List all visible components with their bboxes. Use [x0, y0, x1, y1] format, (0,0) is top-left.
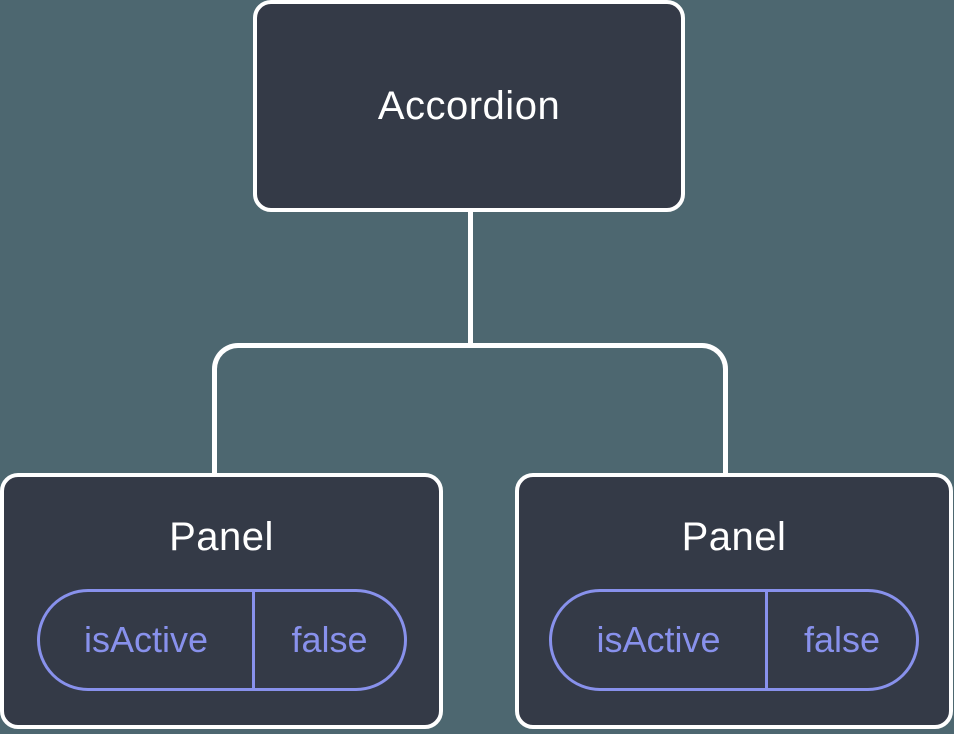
- panel-right-state-key: isActive: [596, 619, 721, 660]
- panel-right-state-value: false: [764, 592, 916, 688]
- tree-node-panel-right: Panel isActive false: [515, 473, 953, 729]
- panel-left-label: Panel: [169, 515, 274, 559]
- panel-right-state-pill: isActive false: [549, 589, 919, 691]
- accordion-node-label: Accordion: [377, 84, 561, 128]
- tree-node-accordion: Accordion: [253, 0, 685, 212]
- panel-left-state-pill: isActive false: [36, 589, 407, 691]
- tree-node-panel-left: Panel isActive false: [0, 473, 443, 729]
- panel-right-label: Panel: [681, 515, 787, 559]
- panel-left-state-value: false: [252, 592, 403, 688]
- panel-left-state-key: isActive: [83, 619, 208, 660]
- connector-root-stem: [468, 212, 473, 348]
- connector-branch-bracket: [212, 343, 728, 473]
